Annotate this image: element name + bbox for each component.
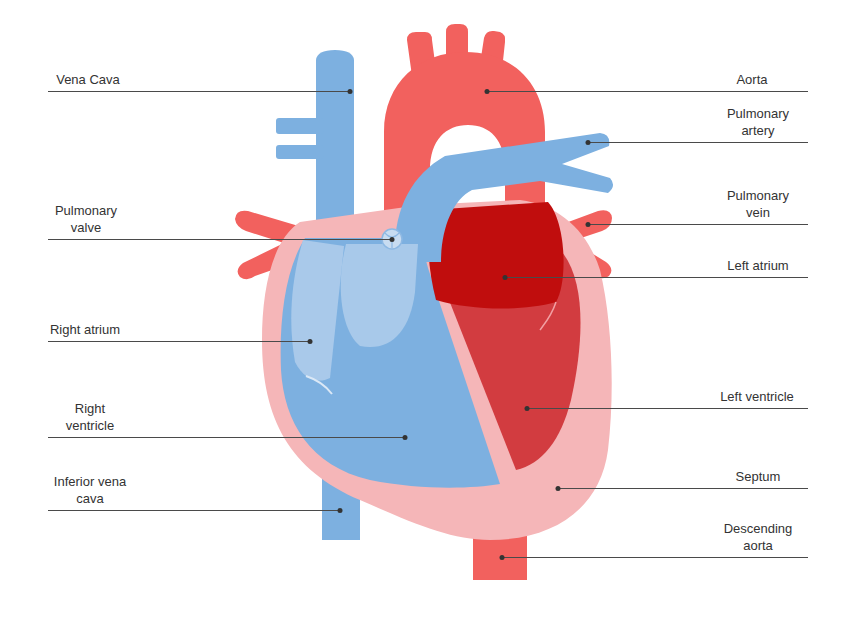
leader-line bbox=[588, 224, 808, 225]
leader-line bbox=[527, 408, 808, 409]
leader-line bbox=[558, 488, 808, 489]
part-label: Vena Cava bbox=[56, 71, 120, 88]
leader-dot bbox=[586, 140, 591, 145]
leader-line bbox=[588, 142, 808, 143]
vessel-branch bbox=[276, 145, 324, 159]
pulmonary-valve-region bbox=[341, 244, 418, 347]
leader-dot bbox=[586, 222, 591, 227]
part-label: Descending aorta bbox=[716, 520, 800, 554]
pulmonary-artery-vessel bbox=[395, 133, 613, 262]
part-label: Pulmonary vein bbox=[716, 187, 800, 221]
leader-dot bbox=[338, 508, 343, 513]
part-label: Left ventricle bbox=[720, 388, 794, 405]
leader-dot bbox=[485, 89, 490, 94]
leader-line bbox=[48, 437, 405, 438]
part-label: Right ventricle bbox=[55, 400, 125, 434]
leader-line bbox=[48, 510, 340, 511]
leader-dot bbox=[403, 435, 408, 440]
part-label: Pulmonary artery bbox=[716, 105, 800, 139]
vessel-branch bbox=[276, 118, 324, 134]
leader-line bbox=[505, 277, 808, 278]
part-label: Left atrium bbox=[727, 257, 788, 274]
part-label: Septum bbox=[736, 468, 781, 485]
leader-dot bbox=[348, 89, 353, 94]
part-label: Pulmonary valve bbox=[44, 202, 128, 236]
pulmonary-valve-cusp bbox=[385, 233, 399, 248]
leader-dot bbox=[500, 555, 505, 560]
leader-dot bbox=[503, 275, 508, 280]
leader-line bbox=[48, 341, 310, 342]
leader-dot bbox=[525, 406, 530, 411]
part-label: Inferior vena cava bbox=[48, 473, 132, 507]
atrium-ventricle-fold bbox=[306, 376, 332, 394]
leader-dot bbox=[390, 237, 395, 242]
leader-line bbox=[48, 91, 350, 92]
part-label: Right atrium bbox=[50, 321, 120, 338]
leader-line bbox=[48, 239, 392, 240]
leader-line bbox=[487, 91, 808, 92]
leader-dot bbox=[556, 486, 561, 491]
leader-dot bbox=[308, 339, 313, 344]
right-atrium-chamber bbox=[291, 240, 344, 381]
leader-line bbox=[502, 557, 808, 558]
mitral-valve-line bbox=[540, 302, 556, 330]
part-label: Aorta bbox=[736, 71, 767, 88]
